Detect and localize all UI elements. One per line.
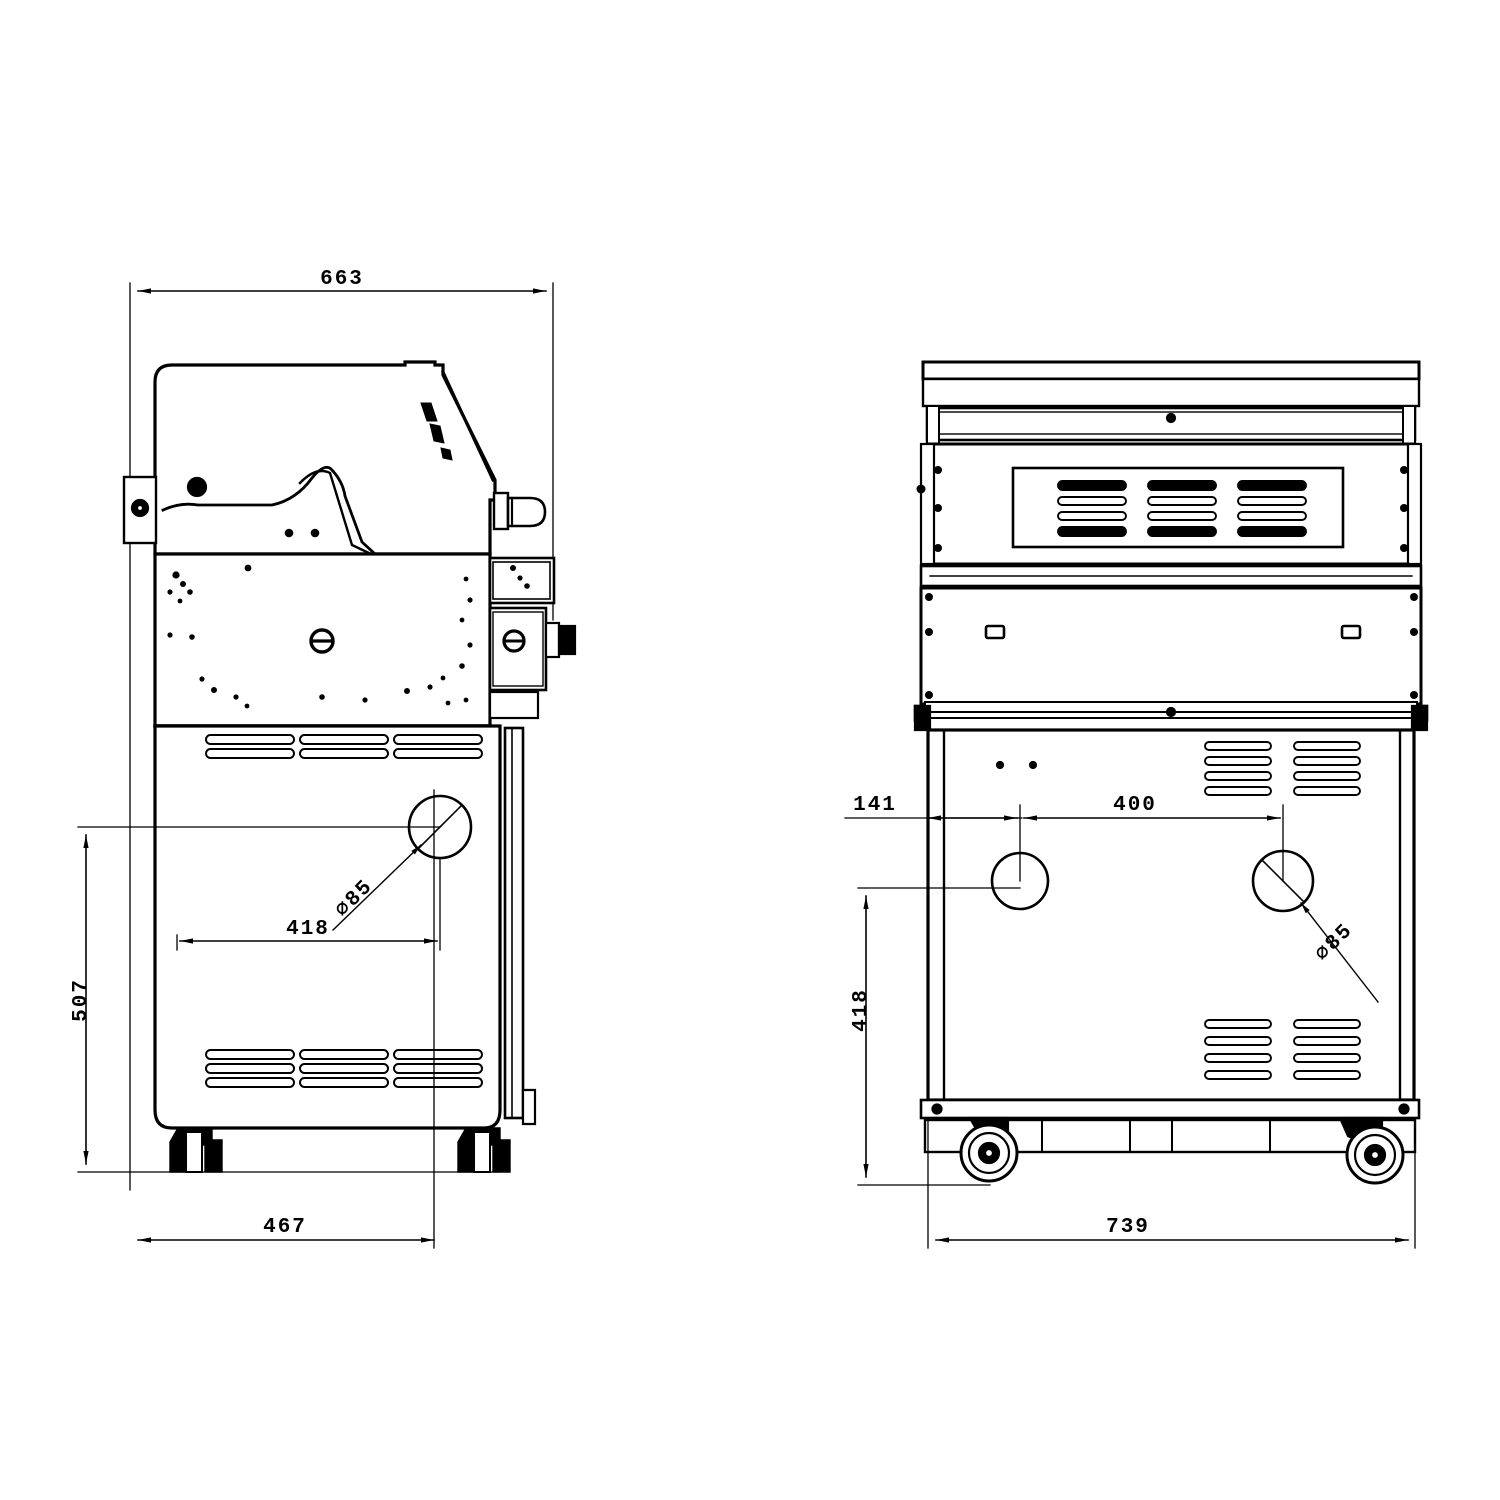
louver-group-upper [205, 734, 483, 759]
louver-group-lower [205, 1049, 483, 1088]
dimension-141-400 [844, 804, 1284, 882]
dimension-739 [927, 1119, 1416, 1249]
grille [1057, 480, 1307, 537]
dimension-467 [137, 789, 435, 1249]
machine-body [153, 552, 577, 728]
rear-louvers-lower [1204, 1019, 1361, 1080]
dimension-label-739: 739 [1106, 1216, 1150, 1239]
rear-louvers-upper [1204, 741, 1361, 796]
dimension-label-418-side: 418 [286, 918, 330, 941]
side-view [77, 282, 577, 1249]
leader-dia85-rear [1300, 902, 1379, 1003]
lower-cabinet [926, 728, 1416, 1102]
dimension-label-507: 507 [70, 978, 93, 1022]
dimension-label-400: 400 [1113, 794, 1157, 817]
dimension-label-467: 467 [263, 1216, 307, 1239]
dimension-418-side [176, 857, 441, 951]
leader-dia85-side [332, 844, 422, 931]
dimension-418-rear [857, 887, 1021, 1186]
middle-band [919, 564, 1423, 588]
casters-side [169, 1127, 511, 1173]
rear-view [844, 360, 1429, 1249]
casters-rear [959, 1116, 1405, 1185]
mid-cabinet [919, 586, 1423, 706]
dimension-label-141: 141 [853, 794, 897, 817]
upper-panel [916, 442, 1423, 566]
lower-rail [913, 701, 1429, 732]
top-bands [921, 360, 1421, 445]
hood-assembly [122, 360, 547, 556]
dimension-label-663: 663 [320, 268, 364, 291]
dimension-507 [77, 826, 501, 1173]
cabinet [153, 724, 537, 1130]
dimension-label-418-rear: 418 [850, 988, 873, 1032]
